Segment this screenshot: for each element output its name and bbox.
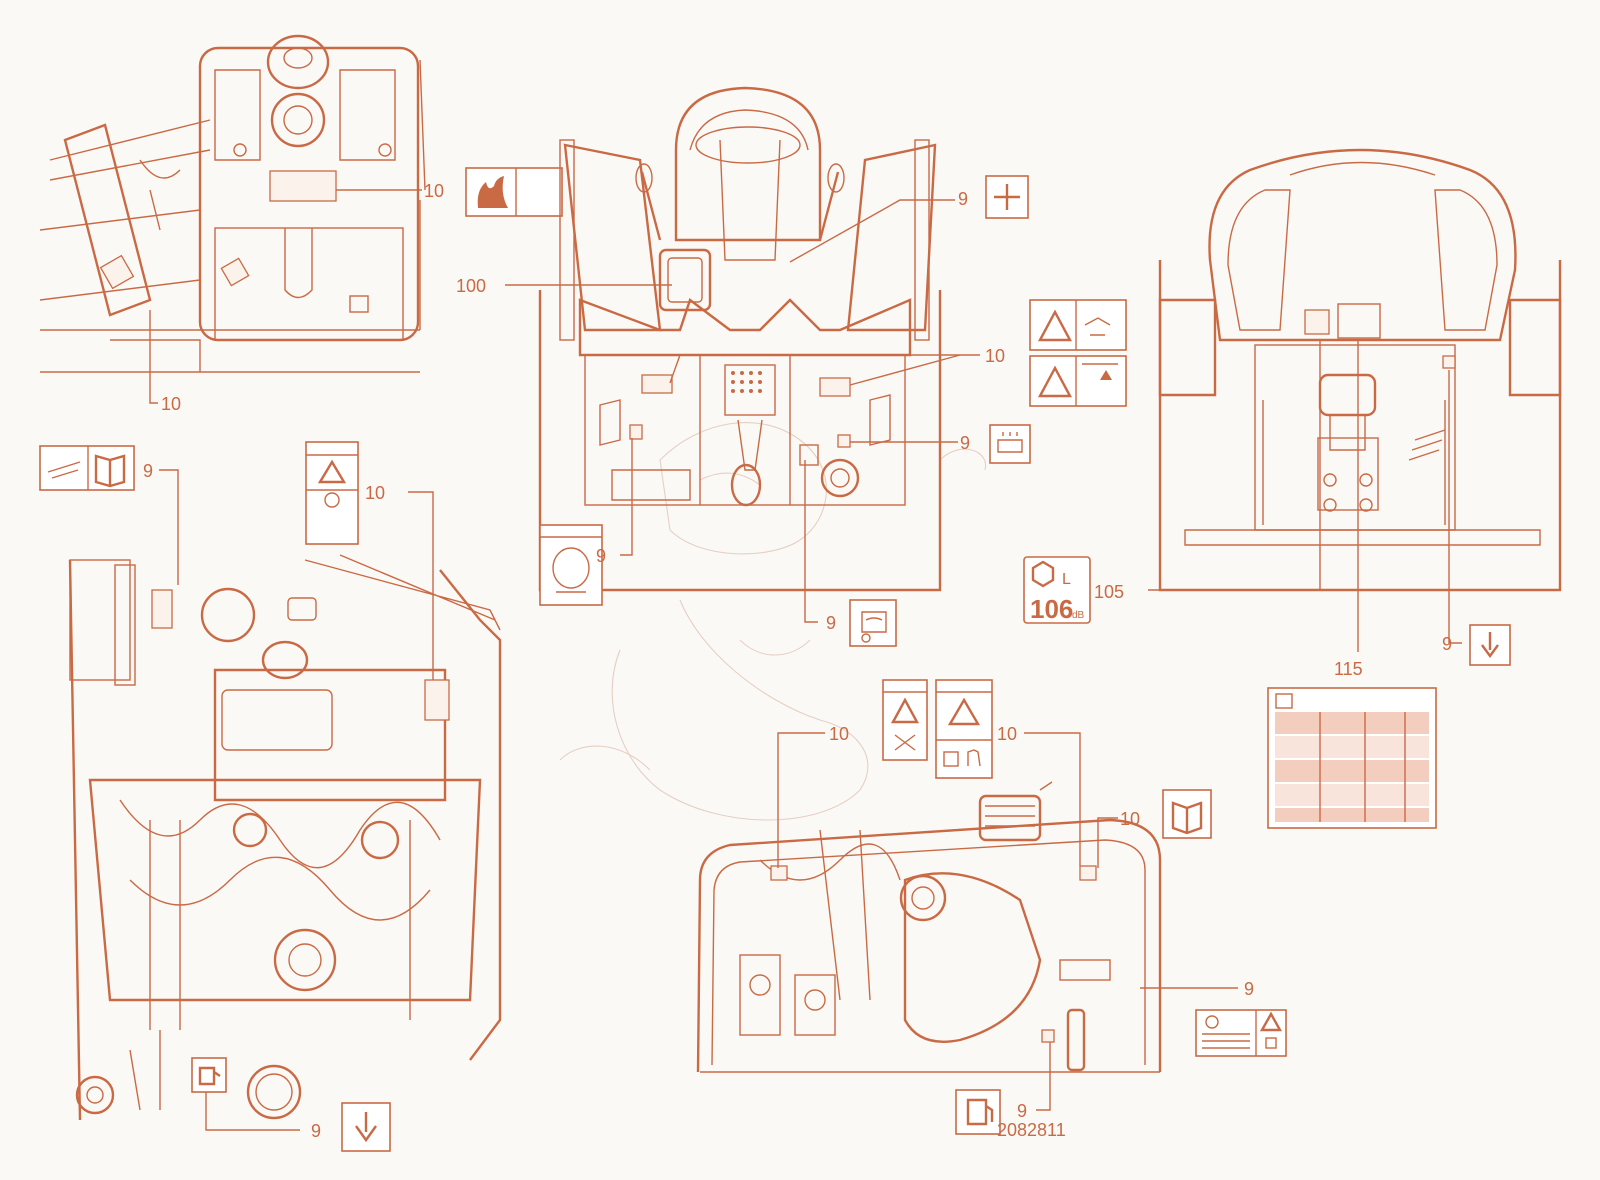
callout-label: 10 [997, 724, 1017, 744]
read-manual-decal [39, 445, 135, 491]
callout-label: 9 [1244, 979, 1254, 999]
sight-glass-decal [539, 524, 603, 606]
callout-label: 9 [826, 613, 836, 633]
callout-label: 9 [1442, 634, 1452, 654]
callout-10-bottom-left: 10 [777, 724, 849, 868]
lift-point-icon [341, 1102, 391, 1152]
callout-115: 115 [1334, 340, 1363, 679]
callout-100: 100 [456, 276, 672, 296]
noise-letter: L [1062, 571, 1071, 588]
coolant-level-icon [849, 599, 897, 647]
noise-value: 106 [1030, 594, 1073, 624]
view-bottom-center-engine [696, 781, 1162, 1073]
callout-9-sight-glass: 9 [596, 438, 633, 566]
callout-label: 100 [456, 276, 486, 296]
callout-label: 9 [1017, 1101, 1027, 1121]
read-manual-icon [1162, 789, 1212, 839]
entanglement-warning-decal [882, 679, 928, 761]
noise-level-decal: L 106 dB [1023, 556, 1091, 624]
callout-label: 10 [424, 181, 444, 201]
fan-hazard-warning-icon [1029, 355, 1127, 407]
callout-label: 10 [829, 724, 849, 744]
callout-105: 105 [1094, 340, 1321, 602]
callout-label: 9 [596, 546, 606, 566]
noise-unit: dB [1072, 610, 1085, 621]
callout-9-drain: 9 [850, 433, 970, 453]
fuel-icon [955, 1089, 1001, 1135]
callout-10-bottom-right: 10 [1097, 809, 1140, 868]
view-top-center-operator-station [538, 86, 942, 592]
callout-9-oil: 9 [1140, 979, 1254, 999]
callout-label: 9 [311, 1121, 321, 1141]
callout-10-bottom-mid: 10 [997, 724, 1081, 866]
callout-label: 10 [365, 483, 385, 503]
view-top-right-seat [1158, 148, 1562, 592]
callout-label: 9 [143, 461, 153, 481]
callout-9-fuel-lift: 9 [205, 1092, 321, 1141]
callout-label: 9 [958, 189, 968, 209]
drawing-number: 2082811 [997, 1120, 1066, 1140]
callout-9-first-aid: 9 [789, 189, 968, 263]
callout-9-coolant: 9 [804, 460, 836, 633]
hot-surface-warning-decal [305, 441, 359, 545]
engine-oil-warning-decal [1195, 1009, 1287, 1057]
water-drain-icon [989, 424, 1031, 464]
callout-label: 10 [1120, 809, 1140, 829]
callout-10-warning-pair: 10 [669, 346, 1005, 386]
callout-9-lift-hook: 9 [1442, 370, 1462, 654]
crush-hazard-warning-icon [1029, 299, 1127, 351]
callout-9-manual: 9 [143, 461, 179, 585]
first-aid-icon [985, 175, 1029, 219]
hot-surface-hand-warning-decal [935, 679, 993, 779]
background-mascot-sketch [559, 422, 986, 821]
view-left-engine-bay [68, 554, 502, 1121]
callout-10-engine-left: 10 [149, 310, 181, 414]
callout-label: 105 [1094, 582, 1124, 602]
callout-9-fuel: 9 [1017, 1042, 1051, 1121]
safety-instructions-sheet [1267, 687, 1437, 829]
callout-10-engine-bay: 10 [365, 483, 434, 680]
lift-point-icon [1469, 624, 1511, 666]
callout-label: 9 [960, 433, 970, 453]
view-top-left-engine [39, 34, 426, 373]
callout-10-engine-top: 10 [336, 181, 444, 201]
decal-flammable-icon [465, 167, 563, 217]
callout-label: 10 [161, 394, 181, 414]
callout-label: 10 [985, 346, 1005, 366]
fuel-decal [191, 1057, 227, 1093]
callout-label: 115 [1334, 659, 1363, 679]
